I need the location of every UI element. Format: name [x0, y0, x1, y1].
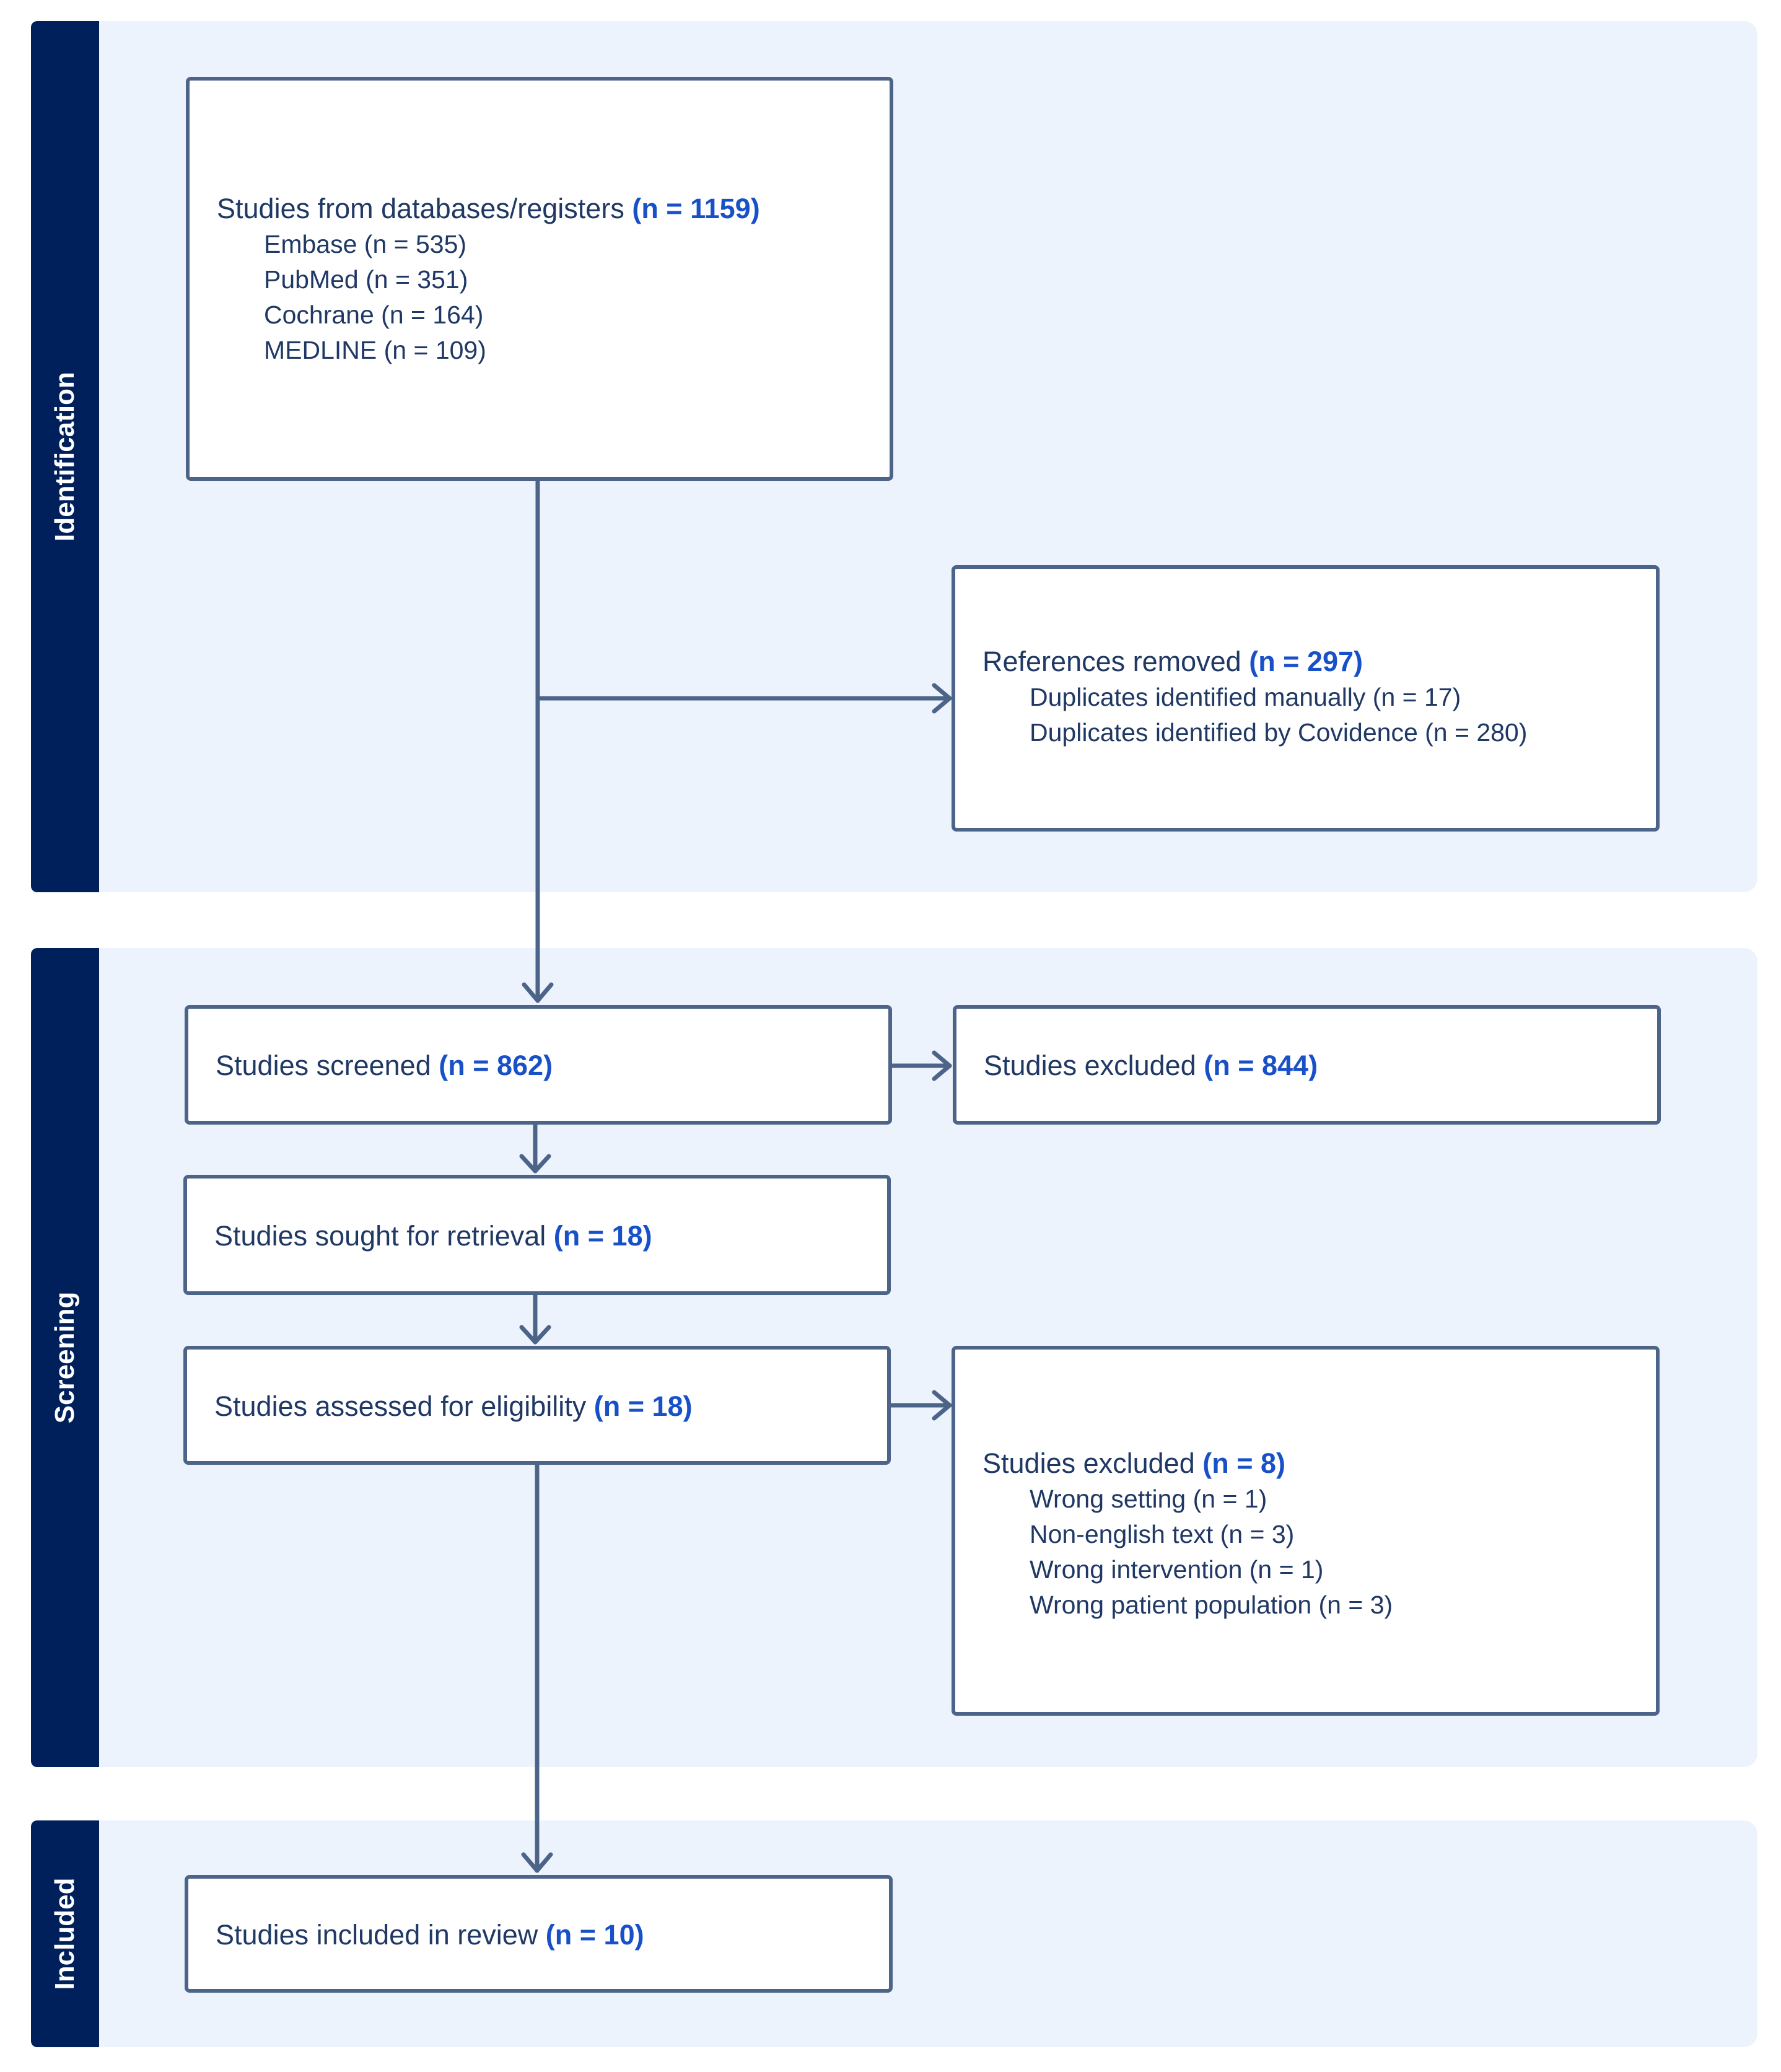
identification-sidebar: Identification	[31, 21, 99, 892]
arrow-head-excluded-full	[932, 1390, 952, 1421]
databases-count: (n = 1159)	[632, 193, 760, 224]
source-cochrane: Cochrane (n = 164)	[264, 301, 484, 329]
databases-title: Studies from databases/registers (n = 11…	[217, 193, 760, 224]
reason-wrong-intervention: Wrong intervention (n = 1)	[1030, 1555, 1324, 1584]
studies-excluded-fulltext-box: Studies excluded (n = 8) Wrong setting (…	[952, 1346, 1660, 1716]
references-removed-box: References removed (n = 297) Duplicates …	[952, 565, 1660, 832]
reason-wrong-setting: Wrong setting (n = 1)	[1030, 1485, 1267, 1513]
studies-screened-box: Studies screened (n = 862)	[185, 1005, 892, 1125]
arrow-head-included	[521, 1852, 553, 1873]
included-sidebar: Included	[31, 1820, 99, 2047]
excluded-full-count: (n = 8)	[1202, 1447, 1286, 1479]
screened-title: Studies screened (n = 862)	[216, 1050, 553, 1081]
retrieval-count: (n = 18)	[553, 1220, 652, 1252]
arrow-head-removed	[932, 683, 952, 714]
removed-title: References removed (n = 297)	[982, 646, 1363, 677]
arrow-head-eligibility	[519, 1325, 551, 1345]
removed-count: (n = 297)	[1249, 646, 1363, 677]
databases-box: Studies from databases/registers (n = 11…	[186, 77, 893, 481]
arrow-head-screened	[522, 982, 554, 1003]
excluded-screen-title: Studies excluded (n = 844)	[984, 1050, 1318, 1081]
included-title: Studies included in review (n = 10)	[216, 1919, 644, 1951]
studies-retrieval-box: Studies sought for retrieval (n = 18)	[183, 1175, 891, 1295]
reason-wrong-population: Wrong patient population (n = 3)	[1030, 1591, 1393, 1619]
eligibility-title: Studies assessed for eligibility (n = 18…	[214, 1390, 693, 1422]
arrow-head-excluded-screen	[932, 1050, 952, 1081]
studies-included-box: Studies included in review (n = 10)	[185, 1875, 893, 1993]
removed-manual: Duplicates identified manually (n = 17)	[1030, 683, 1461, 711]
retrieval-title: Studies sought for retrieval (n = 18)	[214, 1220, 652, 1252]
removed-covidence: Duplicates identified by Covidence (n = …	[1030, 718, 1528, 747]
source-embase: Embase (n = 535)	[264, 230, 467, 258]
excluded-full-title: Studies excluded (n = 8)	[982, 1447, 1286, 1479]
included-count: (n = 10)	[545, 1919, 644, 1951]
screened-count: (n = 862)	[439, 1050, 553, 1081]
screening-sidebar: Screening	[31, 948, 99, 1767]
source-pubmed: PubMed (n = 351)	[264, 265, 468, 294]
eligibility-count: (n = 18)	[593, 1390, 693, 1422]
excluded-screen-count: (n = 844)	[1204, 1050, 1318, 1081]
studies-excluded-screening-box: Studies excluded (n = 844)	[953, 1005, 1661, 1125]
studies-eligibility-box: Studies assessed for eligibility (n = 18…	[183, 1346, 891, 1465]
reason-non-english: Non-english text (n = 3)	[1030, 1520, 1295, 1548]
arrow-head-retrieval	[519, 1154, 551, 1174]
source-medline: MEDLINE (n = 109)	[264, 336, 486, 364]
